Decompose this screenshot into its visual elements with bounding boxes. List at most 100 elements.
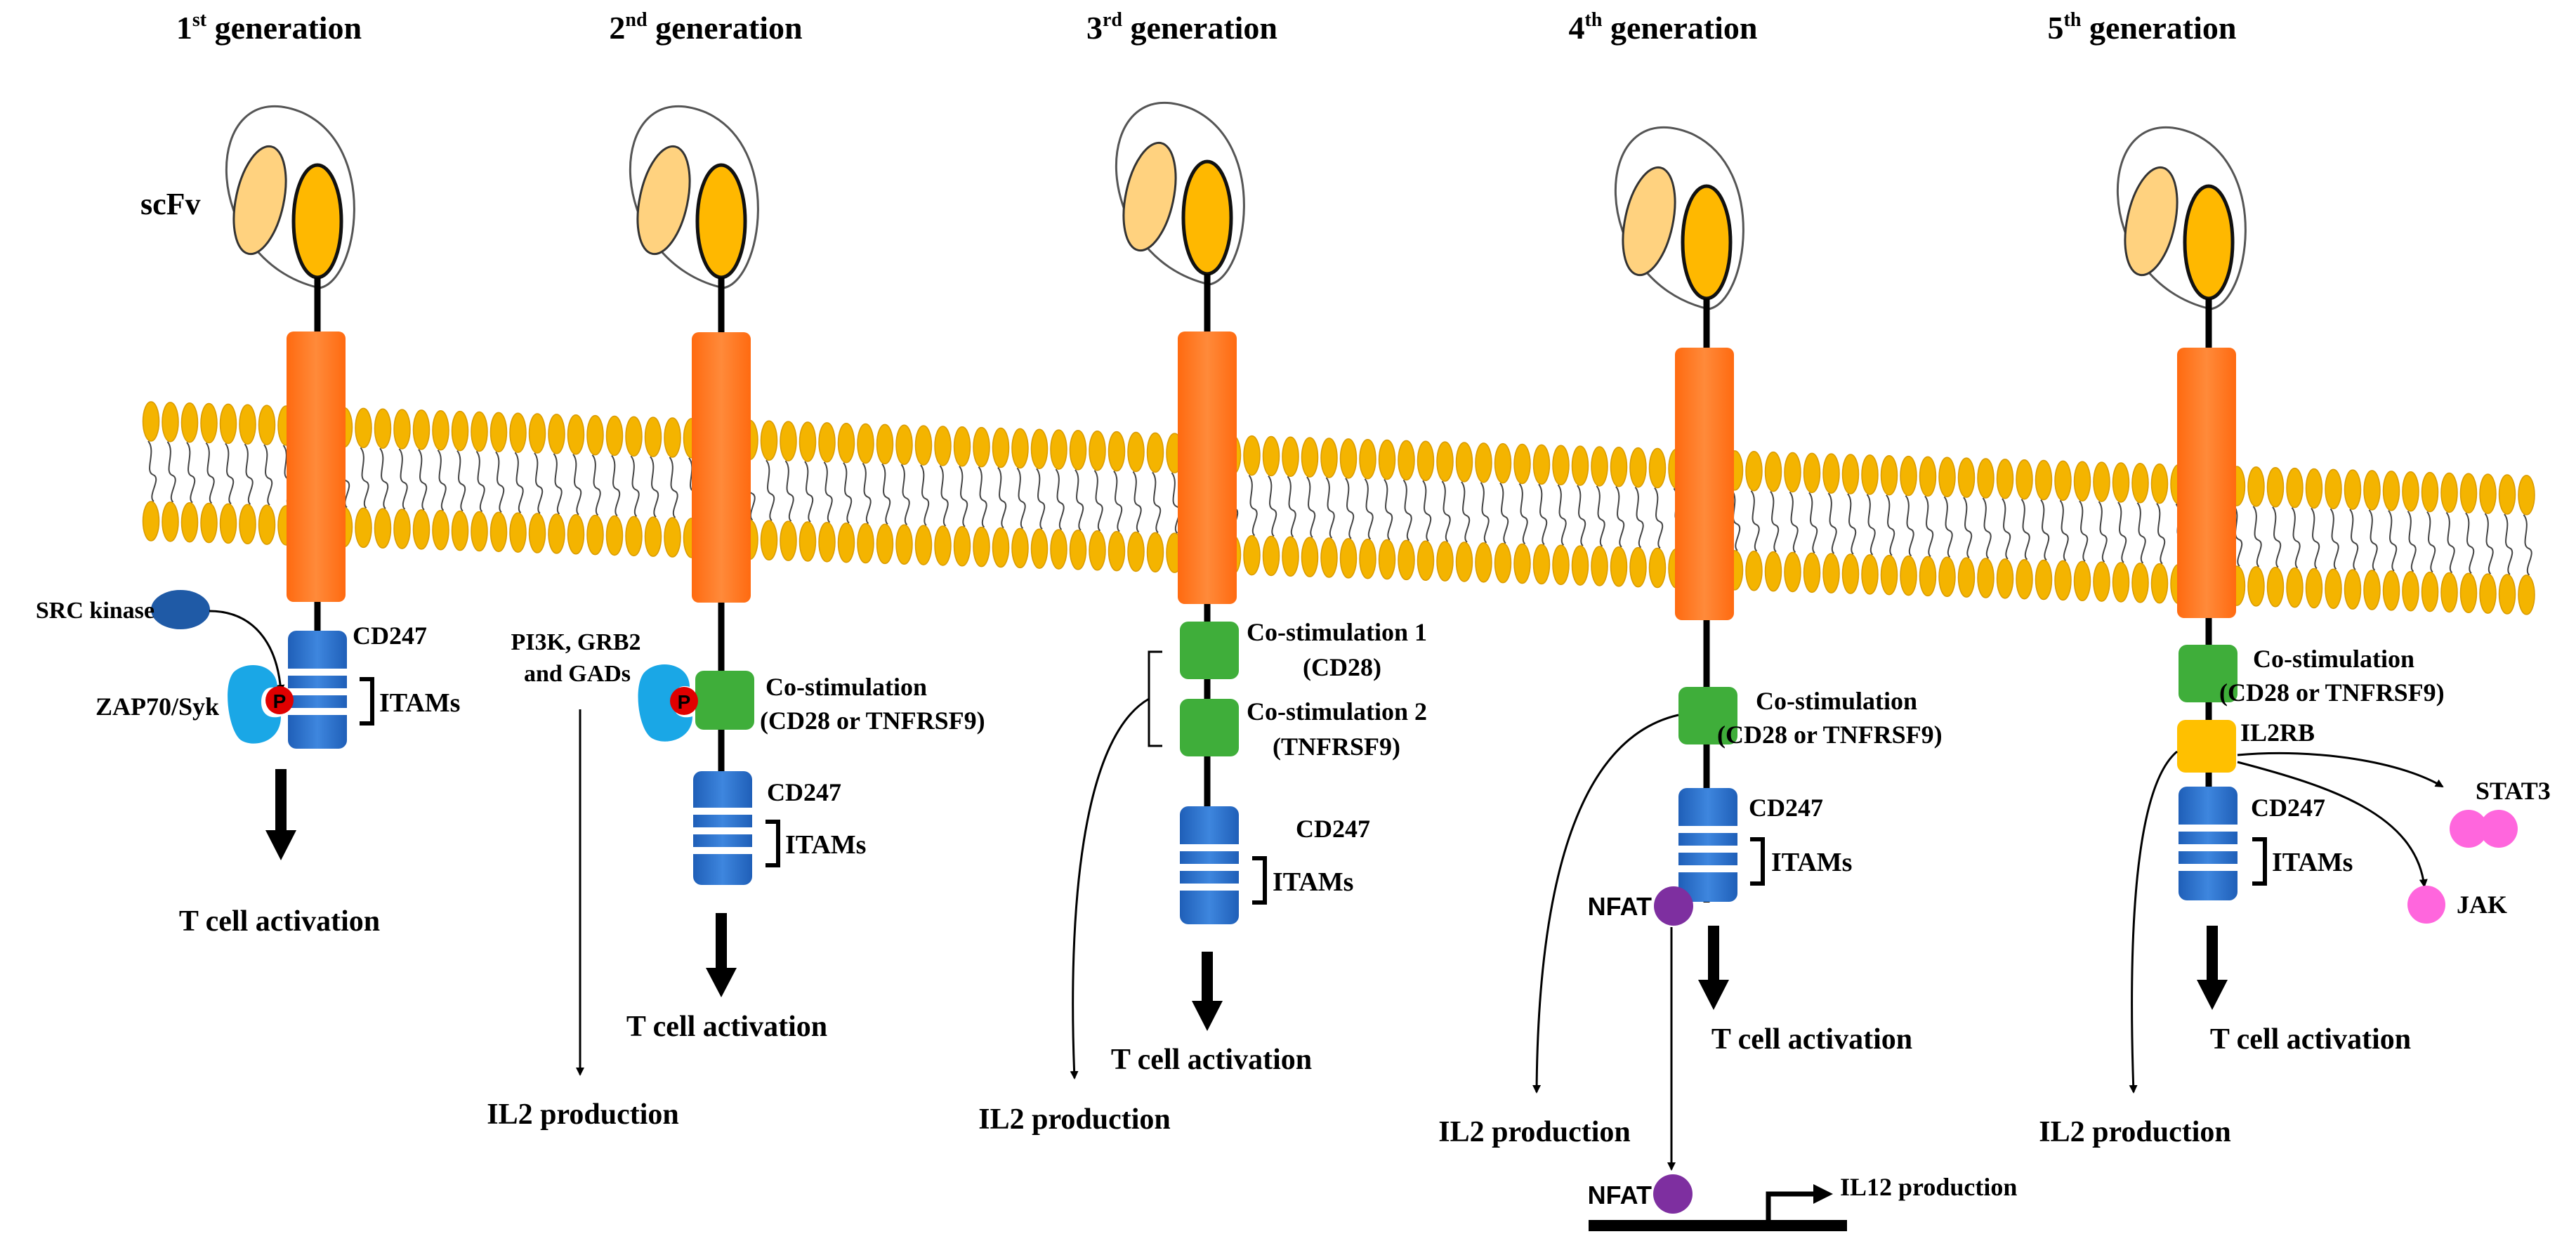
- transmembrane-domain: [1178, 332, 1237, 604]
- cell-membrane: [142, 401, 2535, 615]
- itam-stripe: [288, 688, 347, 695]
- lipid-head: [1591, 446, 1608, 487]
- lipid-tail: [534, 452, 544, 514]
- itam-stripe: [1678, 846, 1737, 853]
- lipid-tail: [939, 465, 949, 527]
- lipid-tail: [1402, 479, 1412, 542]
- lipid-head: [1784, 452, 1801, 493]
- lipid-head: [605, 515, 624, 556]
- lipid-tail: [437, 449, 447, 511]
- il2-production-label: IL2 production: [978, 1103, 1170, 1136]
- lipid-tail: [2020, 499, 2030, 560]
- lipid-head: [1513, 443, 1531, 485]
- lipid-head: [2305, 567, 2323, 609]
- lipid-tail: [611, 454, 621, 517]
- lipid-head: [1262, 435, 1280, 477]
- gen-3-car: Co-stimulation 1 (CD28) Co-stimulation 2…: [978, 102, 1427, 1136]
- lipid-head: [876, 523, 894, 565]
- lipid-head: [1764, 451, 1782, 492]
- lipid-head: [857, 423, 874, 464]
- lipid-tail: [2252, 506, 2262, 567]
- lipid-tail: [1248, 474, 1258, 537]
- lipid-head: [1455, 542, 1473, 582]
- lipid-head: [2150, 563, 2169, 604]
- lipid-head: [1127, 431, 1145, 473]
- phospho-label: P: [273, 690, 287, 712]
- costim-1-detail-label: (CD28): [1303, 653, 1381, 681]
- activation-arrowhead: [265, 830, 296, 860]
- lipid-tail: [2465, 512, 2475, 575]
- lipid-head: [1629, 546, 1647, 588]
- lipid-tail: [1924, 495, 1934, 558]
- costim-label: Co-stimulation: [765, 673, 927, 701]
- lipid-head: [1475, 542, 1492, 583]
- lipid-head: [644, 416, 662, 457]
- lipid-head: [2325, 468, 2342, 510]
- t-cell-activation-label: T cell activation: [179, 905, 380, 938]
- lipid-head: [2421, 571, 2439, 612]
- lipid-head: [1841, 454, 1860, 494]
- lipid-tail: [1441, 480, 1451, 542]
- lipid-head: [2266, 567, 2285, 608]
- lipid-head: [1301, 537, 1319, 577]
- promoter-arrow: [1766, 1191, 1815, 1226]
- lipid-tail: [456, 450, 466, 512]
- src-kinase-label: SRC kinase: [36, 598, 155, 624]
- transmembrane-domain: [287, 332, 346, 602]
- lipid-tail: [2445, 511, 2455, 574]
- lipid-head: [799, 421, 817, 462]
- lipid-head: [2440, 572, 2458, 613]
- lipid-head: [2498, 574, 2516, 615]
- lipid-head: [1938, 457, 1956, 498]
- lipid-tail: [2407, 511, 2417, 572]
- lipid-head: [451, 510, 469, 551]
- scfv-heavy-chain: [2183, 184, 2235, 301]
- lipid-head: [1996, 459, 2014, 499]
- lipid-head: [2073, 560, 2091, 601]
- lipid-tail: [2079, 500, 2089, 563]
- itam-bracket: [2252, 837, 2267, 886]
- lipid-tail: [379, 447, 389, 510]
- lipid-tail: [1113, 471, 1123, 532]
- lipid-head: [1610, 447, 1628, 487]
- lipid-head: [1359, 438, 1376, 480]
- t-cell-activation-label: T cell activation: [1111, 1044, 1312, 1076]
- jak-label: JAK: [2457, 891, 2507, 919]
- lipid-head: [2247, 466, 2265, 507]
- lipid-head: [1552, 445, 1570, 485]
- lipid-tail: [900, 464, 910, 526]
- lipid-head: [1108, 530, 1126, 572]
- lipid-head: [1243, 435, 1261, 476]
- lipid-head: [2266, 467, 2285, 508]
- lipid-head: [219, 503, 237, 544]
- activation-arrowhead: [1698, 980, 1729, 1010]
- itams-label: ITAMs: [785, 830, 866, 860]
- jak-signal-arrow: [2237, 761, 2428, 888]
- lipid-head: [432, 510, 449, 551]
- lipid-head: [142, 401, 160, 442]
- phospho-site: [670, 687, 698, 715]
- lipid-head: [2112, 462, 2130, 503]
- lipid-tail: [1750, 490, 1760, 552]
- scfv-light-chain: [636, 145, 691, 256]
- lipid-head: [528, 413, 546, 454]
- lipid-head: [1610, 546, 1628, 587]
- itam-bracket: [360, 677, 374, 726]
- lipid-head: [1552, 544, 1570, 585]
- lipid-head: [1571, 445, 1589, 486]
- itam-stripe: [1678, 865, 1737, 872]
- lipid-head: [1648, 547, 1667, 589]
- cd247-label: CD247: [767, 778, 841, 806]
- lipid-tail: [166, 441, 176, 503]
- lipid-head: [1822, 453, 1840, 494]
- lipid-tail: [1557, 484, 1567, 546]
- lipid-head: [2016, 459, 2033, 500]
- lipid-head: [1398, 539, 1415, 581]
- lipid-head: [605, 415, 624, 457]
- lipid-head: [973, 526, 990, 567]
- lipid-head: [489, 511, 508, 553]
- lipid-head: [200, 502, 218, 544]
- scfv-heavy-chain: [695, 163, 747, 280]
- scfv-heavy-chain: [1681, 184, 1733, 301]
- scfv-heavy-chain: [1181, 159, 1233, 276]
